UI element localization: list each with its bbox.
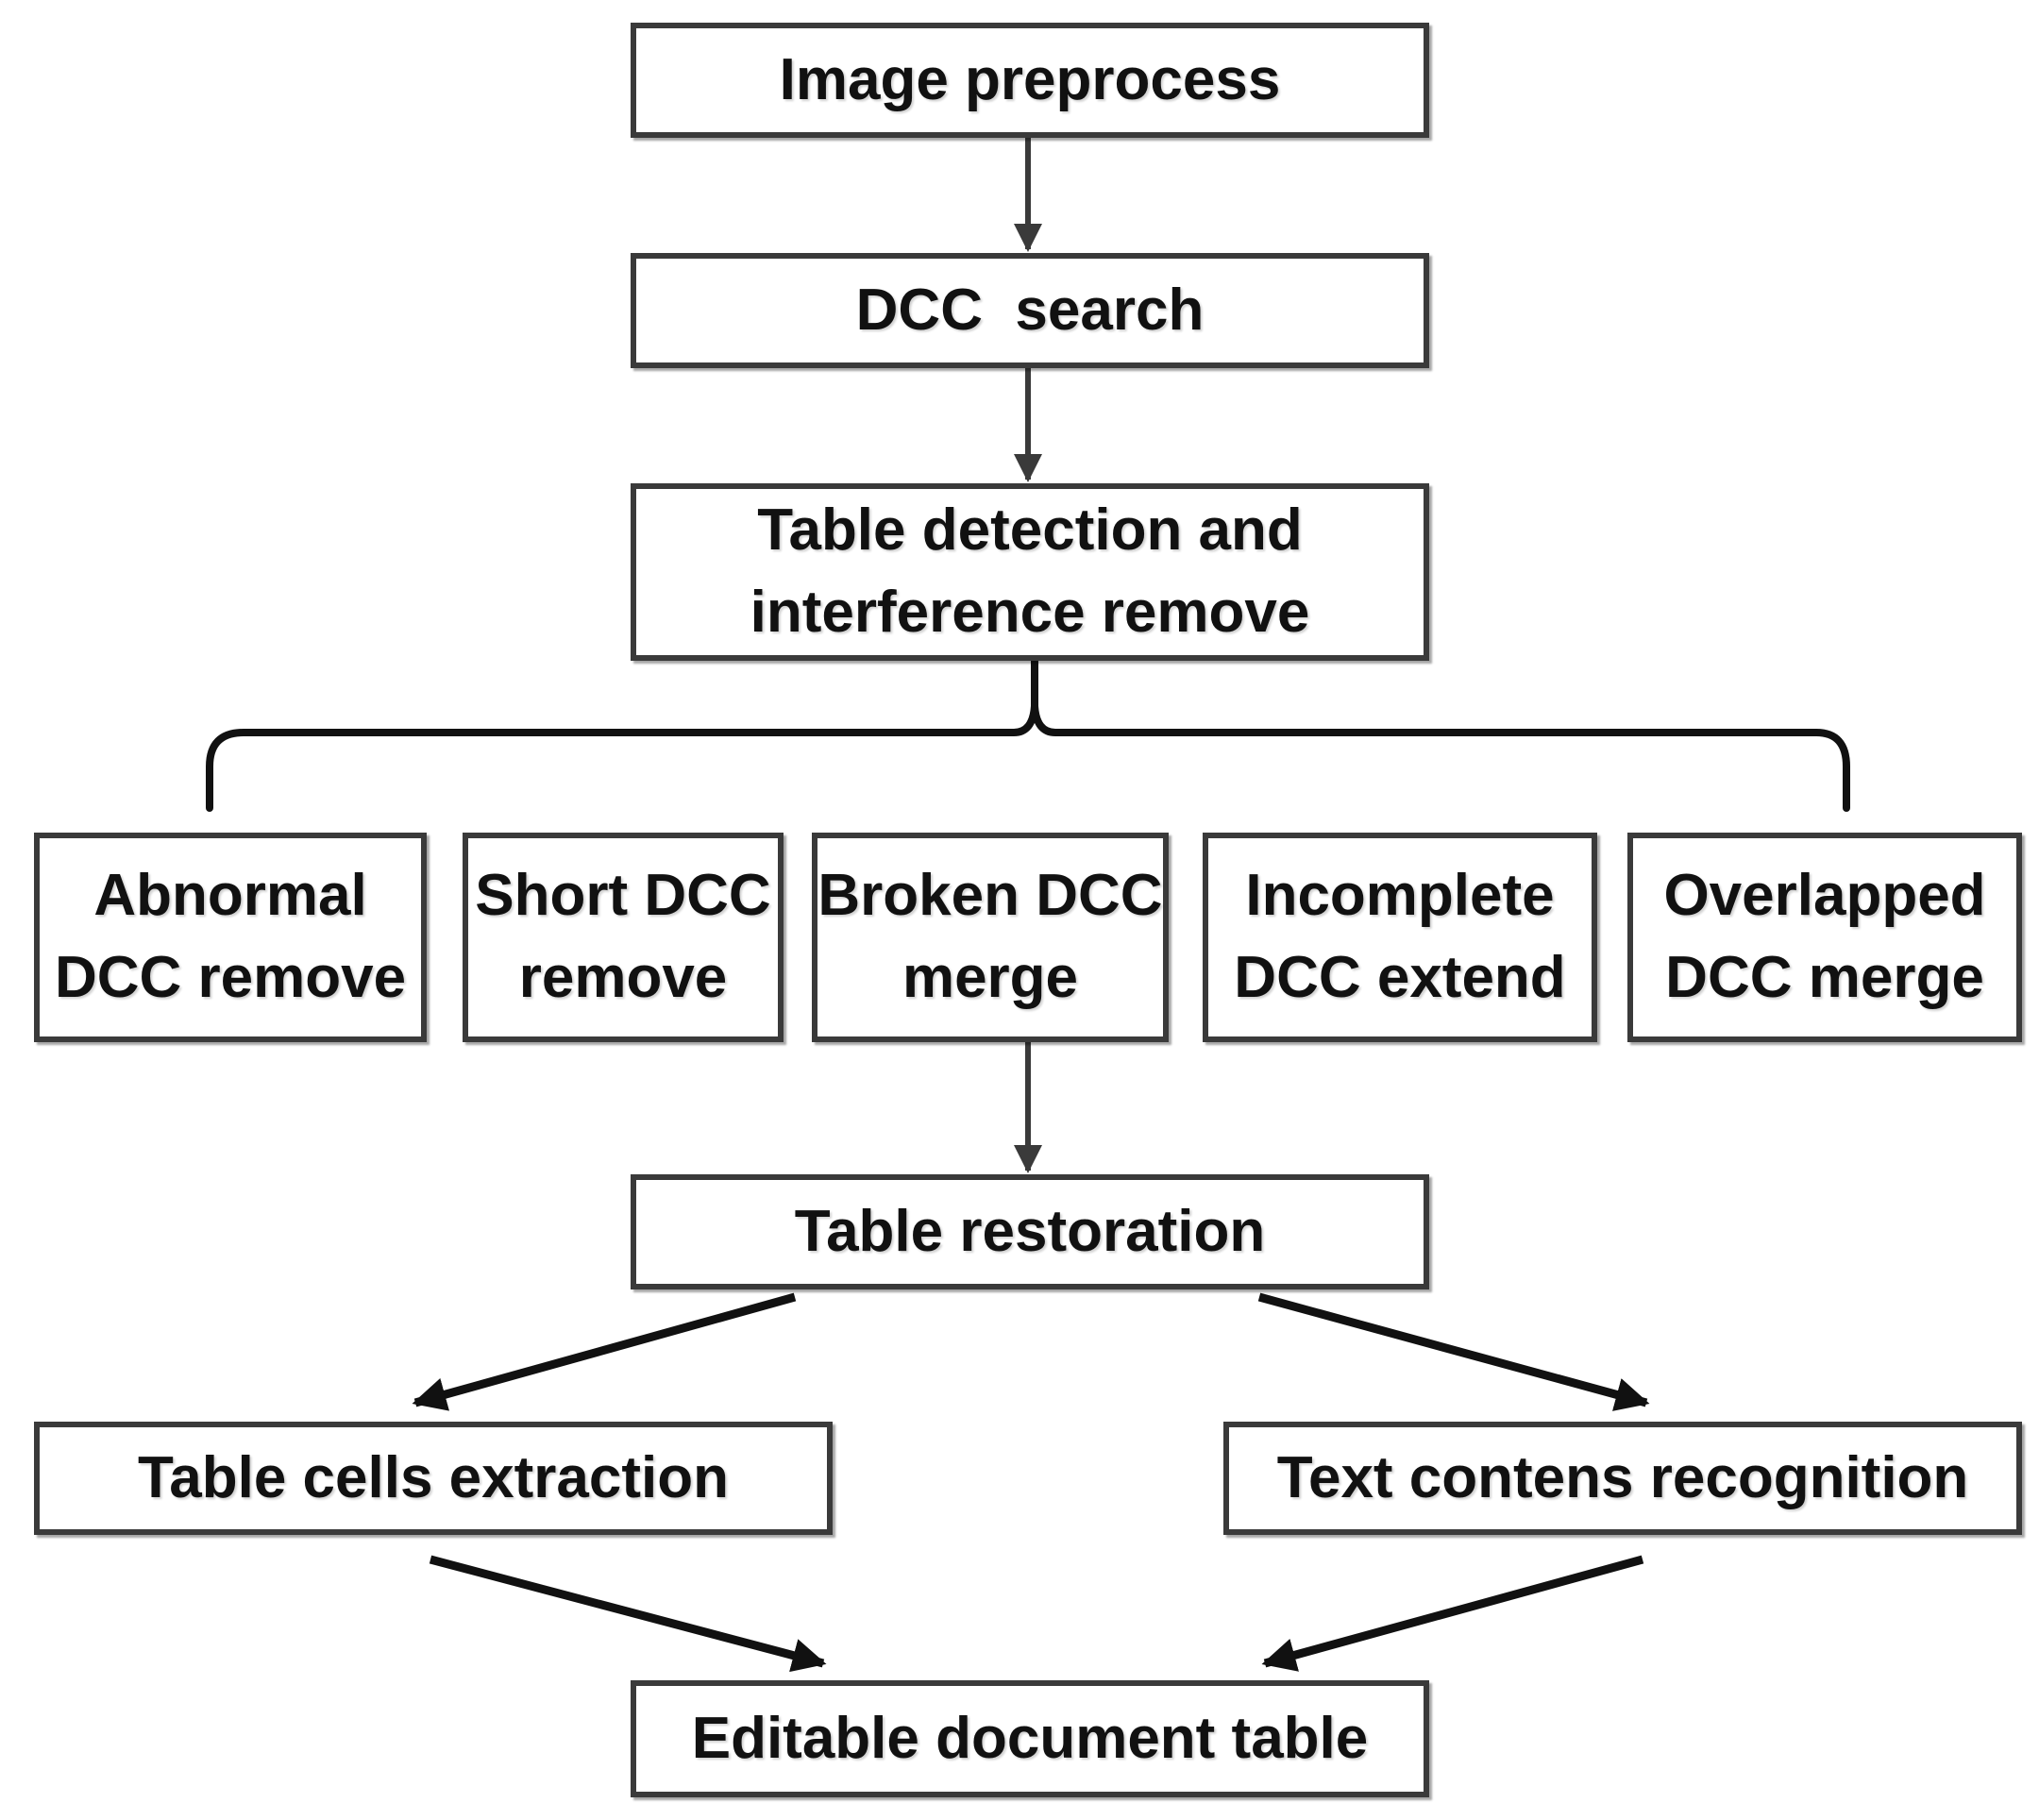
arrow-text-recognition-to-editable-table (1261, 1555, 1644, 1672)
node-label: Editable document table (691, 1705, 1369, 1771)
node-label: Table detection and interference remove (750, 497, 1310, 645)
node-table-cells-extraction: Table cells extraction (34, 1422, 833, 1535)
node-abnormal-dcc-remove: Abnormal DCC remove (34, 833, 427, 1042)
node-table-restoration: Table restoration (631, 1174, 1429, 1289)
node-label: Incomplete DCC extend (1234, 863, 1566, 1010)
grouping-brace (206, 657, 1850, 812)
node-text-contens-recognition: Text contens recognition (1223, 1422, 2022, 1535)
node-editable-document-table: Editable document table (631, 1680, 1429, 1797)
node-label: Overlapped DCC merge (1663, 863, 1986, 1010)
node-label: Abnormal DCC remove (54, 863, 407, 1010)
node-label: DCC search (855, 277, 1205, 343)
node-short-dcc-remove: Short DCC remove (463, 833, 784, 1042)
node-label: Short DCC remove (475, 863, 771, 1010)
node-incomplete-dcc-extend: Incomplete DCC extend (1203, 833, 1597, 1042)
node-label: Broken DCC merge (817, 863, 1163, 1010)
node-overlapped-dcc-merge: Overlapped DCC merge (1627, 833, 2022, 1042)
node-label: Table cells extraction (138, 1444, 729, 1510)
arrow-restoration-to-text-recognition (1257, 1292, 1650, 1411)
node-dcc-search: DCC search (631, 253, 1429, 368)
node-table-detection: Table detection and interference remove (631, 483, 1429, 661)
arrow-cells-extraction-to-editable-table (429, 1555, 827, 1673)
arrow-restoration-to-cells-extraction (412, 1292, 797, 1411)
node-broken-dcc-merge: Broken DCC merge (812, 833, 1169, 1042)
node-label: Image preprocess (779, 46, 1281, 112)
node-label: Table restoration (794, 1198, 1266, 1264)
node-label: Text contens recognition (1276, 1444, 1969, 1510)
node-image-preprocess: Image preprocess (631, 23, 1429, 138)
